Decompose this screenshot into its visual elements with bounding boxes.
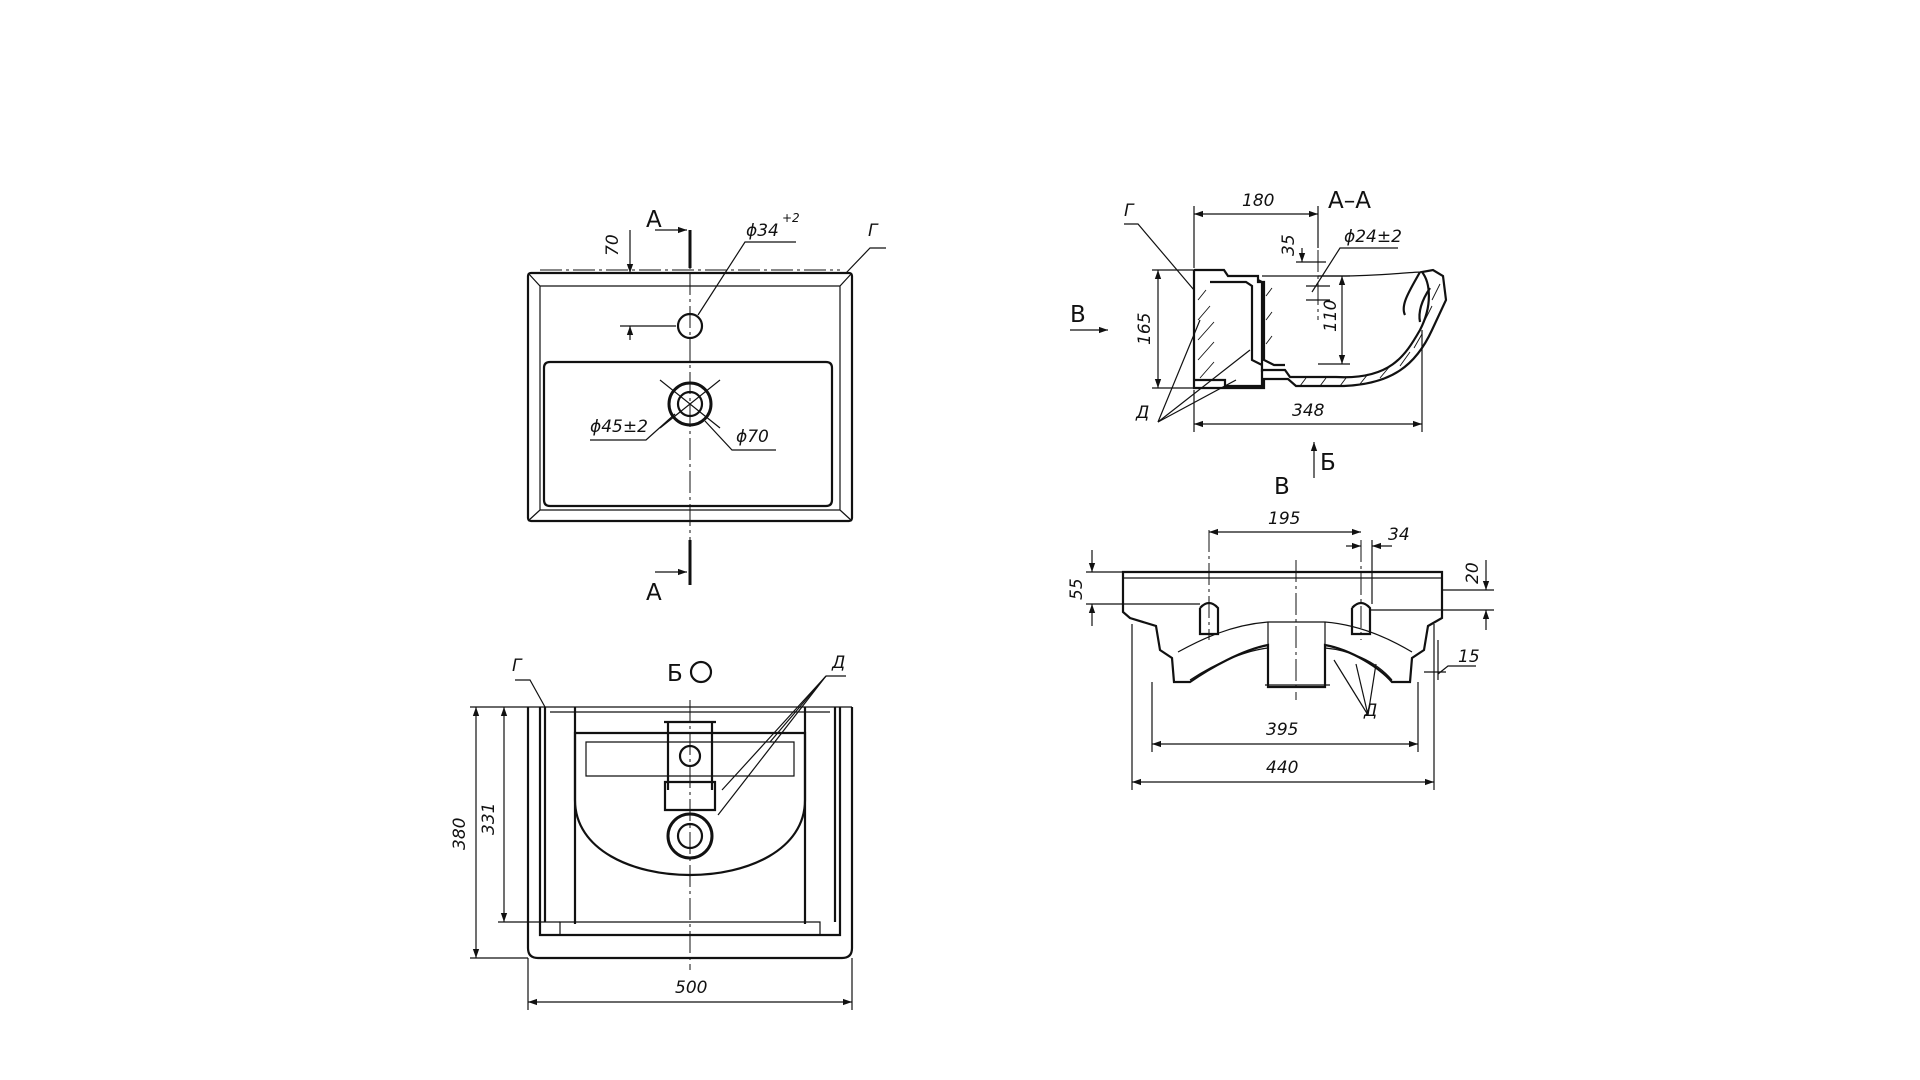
side-view-title: В (1274, 474, 1290, 500)
drain-outer (667, 381, 713, 427)
dim-440-label: 440 (1266, 758, 1298, 778)
leader-d-side-1 (1333, 659, 1369, 716)
leader-g-bottom (515, 679, 546, 708)
bottom-drain-bracket (663, 780, 717, 812)
callout-g-section: Г (1124, 201, 1135, 221)
top-bowl-outline (542, 360, 834, 508)
bottom-bowl-shelf (585, 741, 795, 777)
side-mount-right (1350, 601, 1372, 636)
side-bowl-curve (1177, 621, 1413, 686)
dim-348-label: 348 (1292, 401, 1325, 421)
callout-d-side: Д (1363, 701, 1377, 721)
dim-195-label: 195 (1268, 509, 1300, 529)
dim-380-label: 380 (450, 818, 470, 850)
dim-35-label: 35 (1279, 234, 1299, 256)
dim-110-label: 110 (1321, 300, 1341, 332)
drain-diag-2 (659, 379, 721, 429)
section-title: А–А (1328, 188, 1371, 214)
dim-331-label: 331 (479, 803, 499, 835)
leader-d-bottom-3 (717, 675, 827, 816)
dim-180-label: 180 (1242, 191, 1274, 211)
leader-g-top (845, 247, 886, 274)
section-overflow-tube (1402, 271, 1431, 323)
callout-d-section: Д (1135, 403, 1149, 423)
section-hole-dim: ϕ24±2 (1344, 227, 1402, 247)
dim-15-label: 15 (1458, 647, 1480, 667)
faucet-hole-tol: +2 (782, 211, 800, 225)
callout-g-top: Г (868, 221, 879, 241)
leader-d-side-2 (1355, 663, 1369, 716)
side-bowl-bottom (1189, 647, 1393, 681)
leader-d-section-2 (1157, 349, 1251, 423)
section-hatch (1197, 283, 1441, 387)
leader-drain-70 (704, 420, 776, 451)
bottom-pedestal (559, 921, 821, 935)
side-outline (1121, 570, 1444, 689)
top-view: А А 70 ϕ34 +2 Г ϕ45±2 ϕ70 (526, 207, 886, 606)
bottom-bowl (573, 731, 807, 876)
view-rotation-symbol (689, 660, 713, 684)
dim-20-label: 20 (1463, 562, 1483, 584)
faucet-hole (676, 312, 704, 340)
side-mount-left (1198, 601, 1220, 636)
bottom-view: Б Г Д 380 331 5 (450, 653, 854, 1010)
section-view: А–А 180 35 ϕ24±2 110 165 348 (1070, 188, 1448, 478)
dim-34-label: 34 (1388, 525, 1410, 545)
drain-outer-dim: ϕ70 (736, 427, 769, 447)
leader-g-section (1124, 223, 1195, 291)
callout-d-bottom: Д (831, 653, 845, 673)
leader-hole-24 (1311, 247, 1398, 293)
dim-15-leader (1437, 665, 1476, 675)
bottom-walls (543, 707, 837, 924)
leader-d-bottom-2 (721, 675, 827, 791)
dim-70-label: 70 (603, 234, 623, 256)
leader-drain-45 (590, 413, 676, 441)
leader-d-section-3 (1157, 379, 1237, 423)
dim-55-label: 55 (1067, 578, 1087, 600)
dim-395-label: 395 (1266, 720, 1298, 740)
leader-d-side-3 (1367, 663, 1377, 716)
faucet-hole-dim: ϕ34 (746, 221, 779, 241)
view-arrow-b-label: Б (1320, 450, 1336, 476)
section-letter-top: А (646, 207, 662, 233)
drain-inner (676, 390, 704, 418)
callout-g-bottom: Г (512, 656, 523, 676)
dim-165-label: 165 (1135, 313, 1155, 345)
side-view: В 195 34 55 20 15 (1067, 474, 1494, 790)
section-profile (1192, 268, 1448, 390)
leader-faucet (697, 241, 796, 316)
dim-500-label: 500 (675, 978, 707, 998)
view-arrow-v-label: В (1070, 302, 1086, 328)
section-inner-wall (1194, 268, 1285, 372)
bottom-view-label: Б (667, 661, 683, 687)
drain-hole-dim: ϕ45±2 (590, 417, 648, 437)
section-letter-bottom: А (646, 580, 662, 606)
leader-d-section-1 (1157, 319, 1201, 423)
